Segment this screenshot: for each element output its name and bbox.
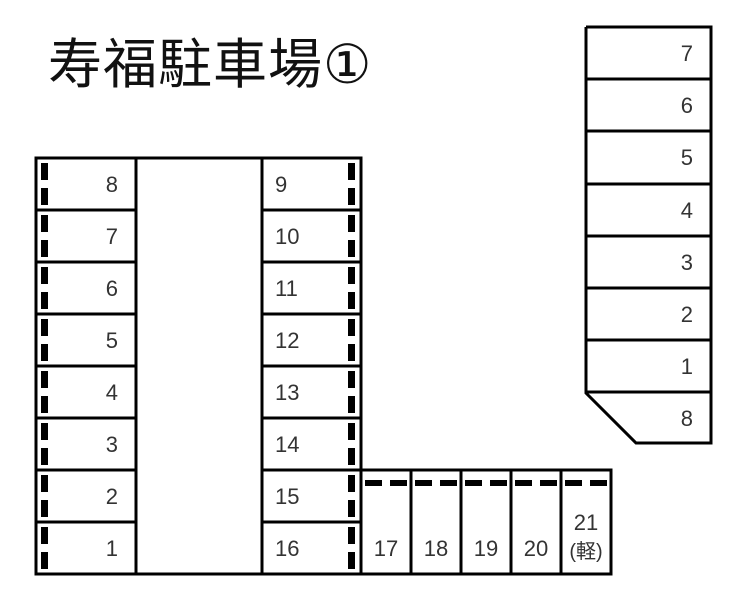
space-label: 10 — [275, 224, 299, 249]
space-label: 8 — [681, 406, 693, 431]
space-label: 15 — [275, 484, 299, 509]
space-label: 6 — [681, 93, 693, 118]
right-column-dash-markers — [348, 163, 355, 569]
space-label: 1 — [681, 354, 693, 379]
parking-lot-title: 寿福駐車場① — [48, 33, 373, 96]
space-label: 2 — [106, 484, 118, 509]
left-block — [34, 156, 363, 576]
space-label: 8 — [106, 172, 118, 197]
space-label: 12 — [275, 328, 299, 353]
bottom-row-dash-markers — [365, 480, 607, 486]
space-label: 11 — [275, 276, 298, 301]
kei-car-note: (軽) — [569, 540, 602, 563]
space-label: 1 — [106, 536, 118, 561]
right-block — [584, 25, 713, 445]
space-label: 13 — [275, 380, 299, 405]
space-label: 17 — [374, 536, 398, 561]
left-column-dash-markers — [41, 163, 48, 569]
space-label: 21 — [574, 510, 598, 535]
space-label: 20 — [524, 536, 548, 561]
space-label: 4 — [106, 380, 118, 405]
right-block-frame — [584, 25, 713, 445]
space-label: 7 — [681, 41, 693, 66]
left-column-labels: 8 7 6 5 4 3 2 1 — [106, 172, 118, 561]
space-label: 14 — [275, 432, 299, 457]
right-column-labels: 9 10 11 12 13 14 15 16 — [275, 172, 299, 561]
space-label: 16 — [275, 536, 299, 561]
space-label: 2 — [681, 302, 693, 327]
bottom-row-frame — [359, 468, 613, 576]
space-label: 6 — [106, 276, 118, 301]
space-label: 3 — [681, 250, 693, 275]
space-label: 5 — [681, 145, 693, 170]
space-label: 19 — [474, 536, 498, 561]
space-label: 5 — [106, 328, 118, 353]
space-label: 18 — [424, 536, 448, 561]
space-label: 4 — [681, 198, 693, 223]
space-label: 3 — [106, 432, 118, 457]
right-block-labels: 7 6 5 4 3 2 1 8 — [681, 41, 693, 431]
bottom-row-labels: 17 18 19 20 21 (軽) — [374, 510, 603, 563]
space-label: 9 — [275, 172, 287, 197]
bottom-row — [359, 468, 613, 576]
space-label: 7 — [106, 224, 118, 249]
